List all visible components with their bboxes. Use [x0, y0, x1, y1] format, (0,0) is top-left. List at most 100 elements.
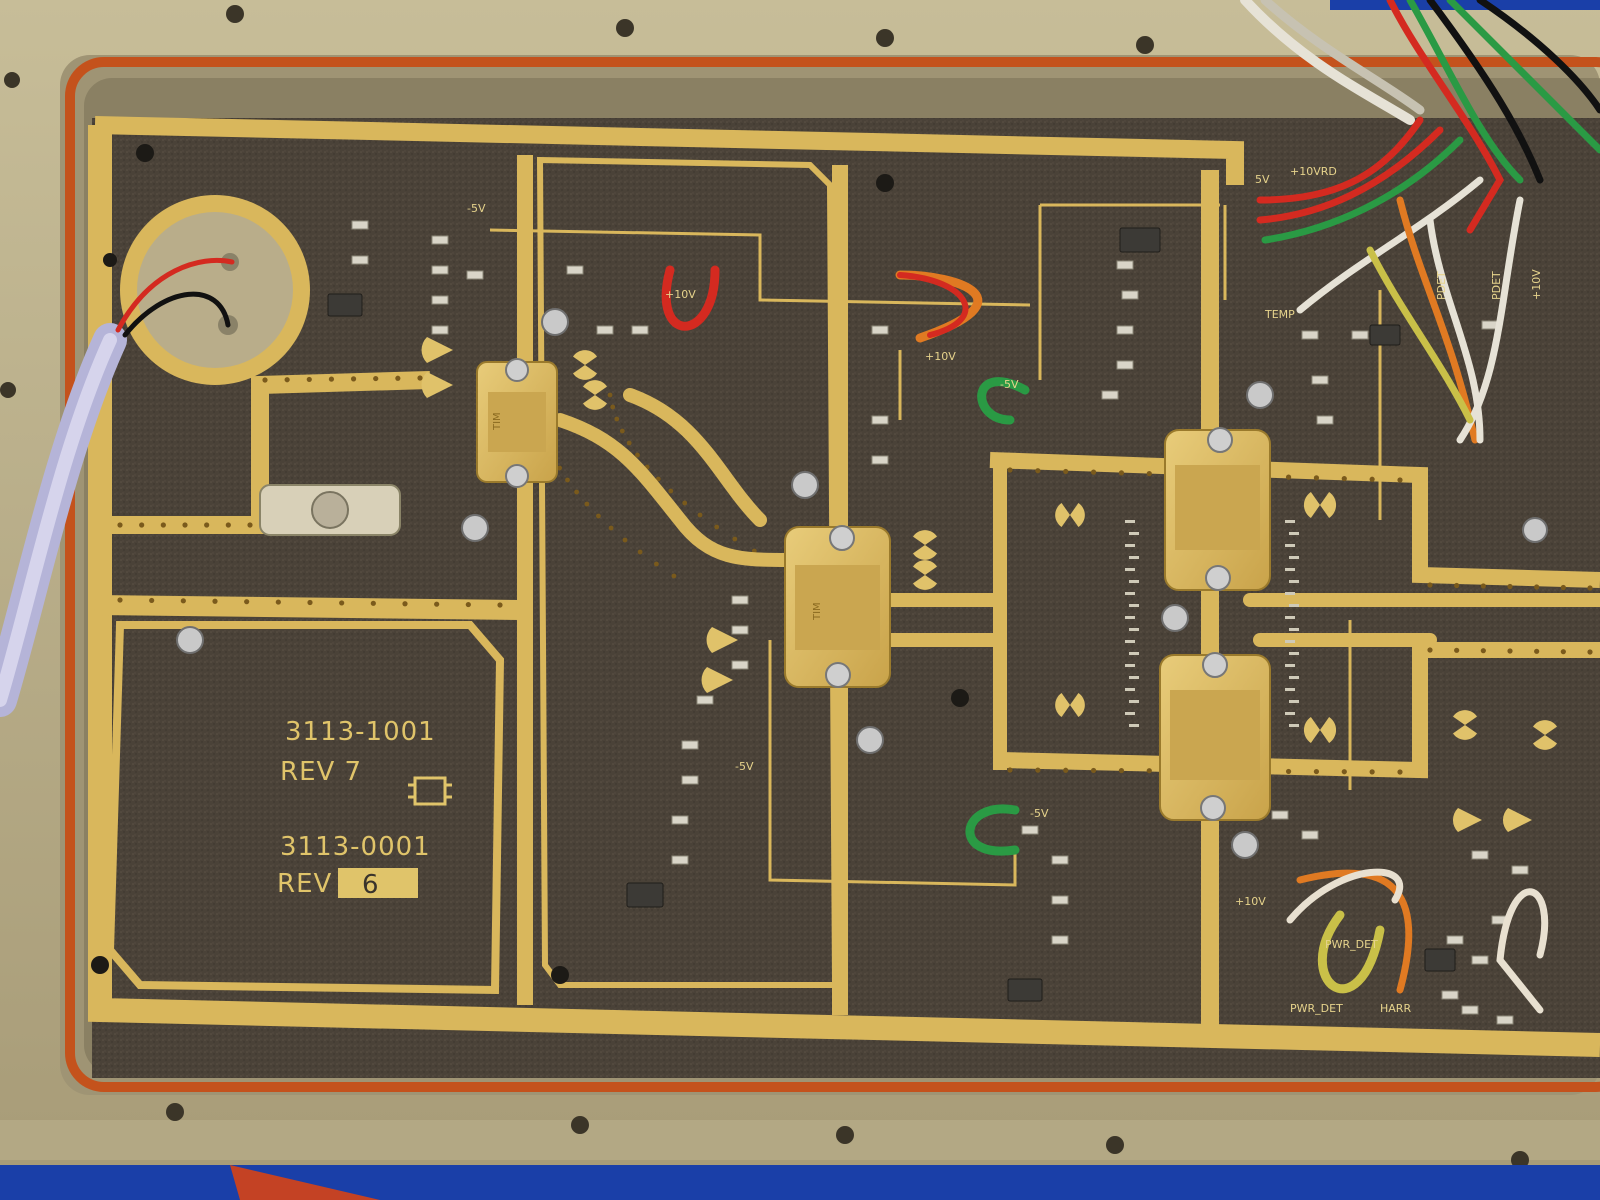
radial-stub	[583, 380, 607, 410]
via	[275, 599, 281, 605]
stub-half	[1070, 503, 1085, 527]
radial-stub	[1303, 492, 1337, 518]
via	[1480, 648, 1486, 654]
via	[1007, 467, 1013, 473]
smd-transistor	[327, 293, 363, 317]
smd-chip	[1316, 415, 1334, 425]
via	[1454, 582, 1460, 589]
via	[1560, 649, 1566, 655]
stub-half	[1055, 693, 1070, 717]
label-neg5v-d: -5V	[1000, 378, 1019, 391]
smd-chip	[1496, 1015, 1514, 1025]
smd-chip	[671, 855, 689, 865]
via	[1587, 649, 1593, 655]
green-jumper-bottom	[965, 804, 1020, 856]
via	[1063, 468, 1069, 475]
stub-half	[1055, 503, 1070, 527]
smd-transistor	[626, 882, 664, 908]
via	[139, 522, 145, 528]
via	[117, 597, 123, 603]
smd-chip	[681, 775, 699, 785]
smd-chip	[731, 595, 749, 605]
smd-chip	[671, 815, 689, 825]
smd-pad	[1125, 664, 1135, 667]
label-harr: HARR	[1380, 1002, 1411, 1015]
revision-box	[338, 868, 418, 898]
smd-pad	[1129, 580, 1139, 583]
via	[370, 600, 376, 606]
smd-chip	[1471, 850, 1489, 860]
stub-half	[913, 530, 937, 545]
smd-chip	[696, 695, 714, 705]
smd-chip	[731, 660, 749, 670]
smd-chip	[1101, 390, 1119, 400]
via	[497, 602, 503, 608]
stub-half	[1303, 492, 1320, 518]
via	[180, 598, 186, 604]
via	[1341, 475, 1347, 482]
label-pos10v-a: +10V	[665, 288, 696, 301]
via	[1313, 475, 1320, 481]
via	[1534, 584, 1540, 590]
smd-chip	[1021, 825, 1039, 835]
coax-connector	[120, 195, 310, 385]
via	[1369, 769, 1375, 775]
silkscreen-text: 3113-1001 REV 7 3113-0001 REV 6 -5V -5V …	[277, 165, 1543, 1015]
via	[1063, 767, 1069, 773]
via	[1534, 648, 1540, 654]
via	[1146, 470, 1152, 477]
via	[622, 537, 628, 543]
smd-chip	[431, 235, 449, 245]
part-number-1: 3113-1001	[285, 717, 436, 747]
via	[610, 404, 616, 410]
via	[584, 501, 590, 507]
smd-chip	[431, 265, 449, 275]
smd-chip	[1351, 330, 1369, 340]
stub-half	[1453, 710, 1477, 725]
label-pos10v-b: +10V	[925, 350, 956, 363]
via	[465, 601, 471, 608]
smd-chip	[1271, 810, 1289, 820]
stub-half	[913, 545, 937, 560]
board-screws	[176, 308, 1548, 859]
smd-pad	[1129, 724, 1139, 727]
smd-pad	[1125, 544, 1135, 547]
via	[204, 522, 210, 528]
label-pwr-det: PWR_DET	[1325, 938, 1378, 951]
via	[149, 597, 155, 604]
smd-pad	[1125, 592, 1135, 595]
stub-half	[1533, 720, 1557, 735]
via	[697, 512, 703, 518]
label-pos10v-right: +10V	[1530, 269, 1543, 300]
via	[244, 599, 250, 605]
smd-pad	[1285, 592, 1295, 595]
via	[434, 601, 440, 607]
smd-pad	[1129, 604, 1139, 607]
radial-stub	[1533, 720, 1557, 750]
smd-pad	[1289, 676, 1299, 679]
vias	[117, 375, 1593, 775]
via	[608, 525, 614, 531]
via	[714, 524, 720, 530]
radial-stubs	[421, 337, 1557, 832]
radial-stub	[1303, 717, 1337, 743]
label-5v: 5V	[1255, 173, 1270, 186]
smd-chip	[1116, 260, 1134, 270]
via	[1587, 585, 1593, 591]
bias-lines	[489, 203, 1382, 887]
via	[671, 573, 677, 579]
radial-stub	[573, 350, 597, 380]
smd-pad	[1285, 568, 1295, 571]
via	[247, 522, 253, 528]
smd-pad	[1285, 640, 1295, 643]
smd-pad	[1125, 520, 1135, 523]
via	[1369, 476, 1375, 482]
revision-2-value: 6	[362, 870, 380, 900]
smd-pad	[1285, 544, 1295, 547]
smd-chip	[871, 415, 889, 425]
via	[682, 500, 688, 506]
via	[557, 465, 562, 471]
smd-transistor	[1119, 227, 1161, 253]
smd-chip	[1441, 990, 1459, 1000]
via	[1090, 767, 1097, 774]
